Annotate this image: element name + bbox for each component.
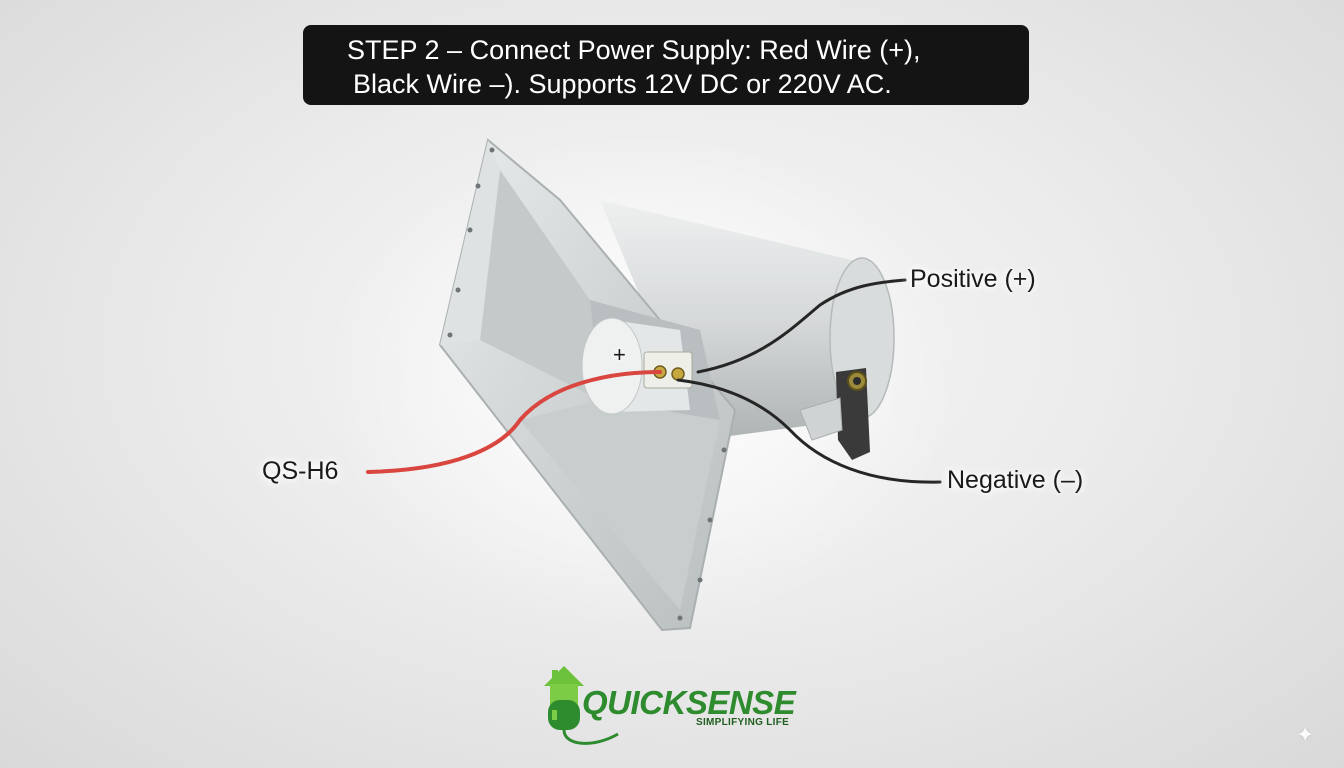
positive-label: Positive (+)	[910, 265, 1036, 293]
logo-tagline: SIMPLIFYING LIFE	[696, 717, 790, 728]
logo-wordmark: QUICKSENSE	[582, 684, 796, 721]
model-label: QS-H6	[262, 457, 339, 485]
red-wire	[366, 370, 662, 474]
instruction-line-2: Black Wire –). Supports 12V DC or 220V A…	[353, 69, 892, 99]
black-wire-negative	[676, 378, 942, 484]
instruction-line-1: STEP 2 – Connect Power Supply: Red Wire …	[347, 35, 921, 65]
terminal-block	[643, 351, 693, 389]
plug-house-icon	[544, 666, 619, 745]
mounting-bracket	[799, 368, 870, 460]
sparkle-icon: ✦	[1296, 722, 1315, 747]
instruction-banner: STEP 2 – Connect Power Supply: Red Wire …	[303, 25, 1029, 105]
negative-label: Negative (–)	[947, 466, 1084, 494]
plus-mark: +	[613, 342, 626, 367]
black-wire-positive	[696, 278, 907, 374]
